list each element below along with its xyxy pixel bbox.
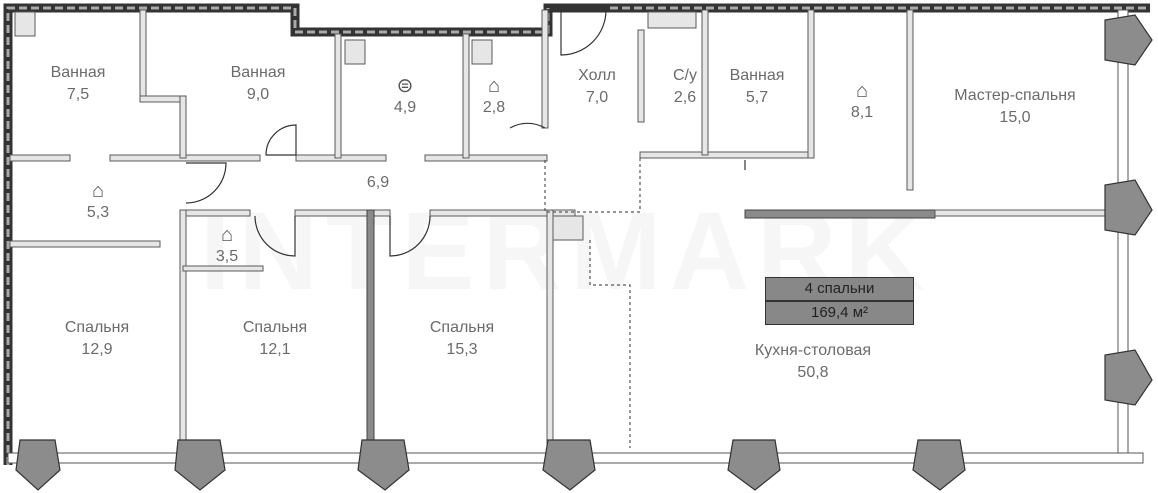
hanger-icon: ⌂ <box>91 180 105 202</box>
room-closet-1: ⌂2,8 <box>482 75 506 116</box>
room-laundry: ⊜4,9 <box>393 75 417 116</box>
hanger-icon: ⌂ <box>220 224 234 246</box>
doors <box>185 9 746 257</box>
hanger-icon: ⌂ <box>487 75 501 97</box>
window-columns <box>15 14 1153 491</box>
room-corridor: 6,9 <box>366 174 390 191</box>
laundry-icon: ⊜ <box>396 75 414 97</box>
hanger-icon: ⌂ <box>855 80 869 102</box>
apartment-summary-badge: 4 спальни 169,4 м² <box>765 277 914 325</box>
bedroom-count: 4 спальни <box>766 278 913 300</box>
zone-boundaries <box>544 155 641 448</box>
room-closet-2: ⌂8,1 <box>850 80 874 121</box>
room-closet-3: ⌂5,3 <box>86 180 110 221</box>
room-closet-4: ⌂3,5 <box>215 224 239 265</box>
total-area: 169,4 м² <box>766 300 913 324</box>
interior-walls <box>9 9 1106 459</box>
